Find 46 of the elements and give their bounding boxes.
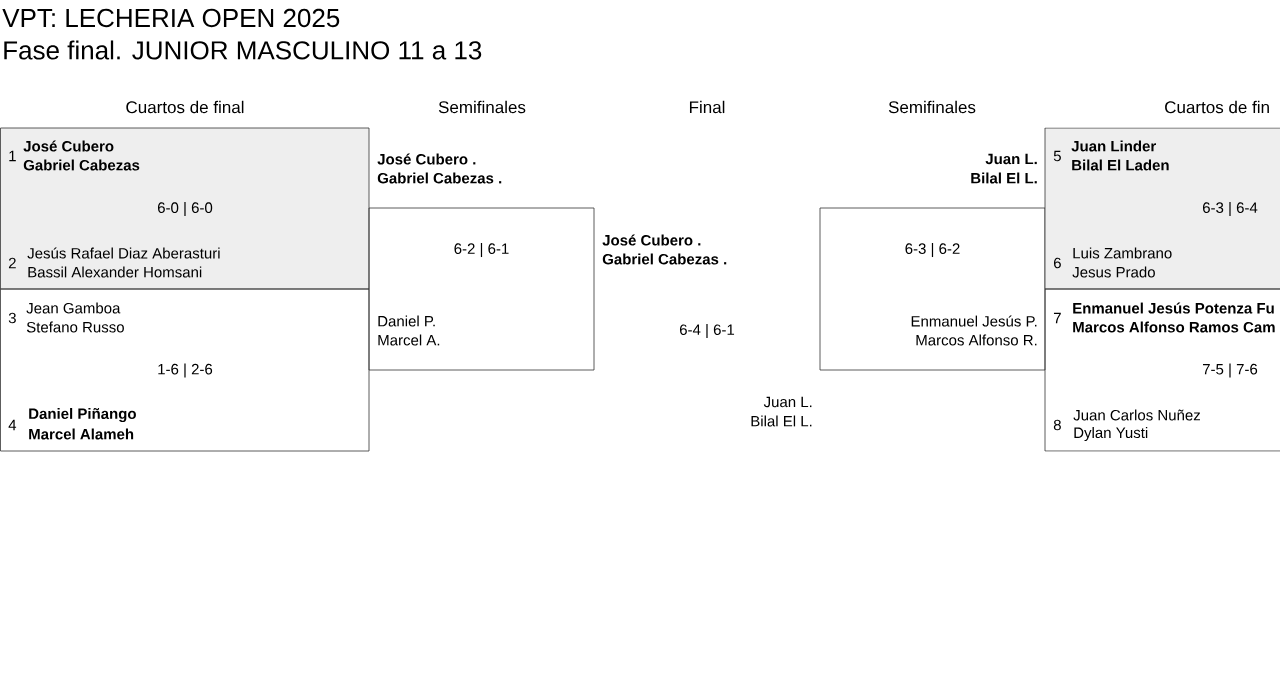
player-name: Dylan Yusti (1074, 427, 1148, 441)
player-name: Marcos Alfonso R. (916, 334, 1037, 346)
player-name: Gabriel Cabezas . (377, 172, 502, 184)
seed-number: 4 (8, 419, 17, 431)
player-name: Bilal El L. (971, 172, 1037, 184)
player-name: Marcel A. (378, 334, 440, 346)
score-text: 6-4 | 6-1 (680, 324, 735, 339)
column-header: Final (690, 100, 725, 114)
player-name: Juan Linder (1071, 140, 1156, 152)
player-name: Bilal El Laden (1072, 159, 1169, 171)
player-name: Bassil Alexander Homsani (28, 266, 202, 278)
player-name: Luis Zambrano (1073, 247, 1172, 259)
player-name: Juan L. (763, 396, 812, 408)
player-name: Jesus Prado (1072, 266, 1155, 278)
score-text: 6-0 | 6-0 (158, 202, 213, 217)
player-name: Marcos Alfonso Ramos Cam (1073, 321, 1275, 333)
player-name: Marcel Alameh (29, 428, 134, 440)
seed-number: 6 (1054, 257, 1061, 269)
player-name: Bilal El L. (751, 415, 812, 427)
player-name: Gabriel Cabezas (23, 159, 140, 171)
seed-number: 8 (1053, 419, 1061, 431)
player-name: Jean Gamboa (26, 302, 121, 314)
player-name: Juan Carlos Nuñez (1073, 409, 1200, 421)
player-name: Daniel Piñango (29, 408, 136, 423)
title: VPT: LECHERIA OPEN 2025 (2, 8, 340, 28)
player-name: Enmanuel Jesús P. (911, 315, 1037, 327)
subtitle: Fase final. JUNIOR MASCULINO 11 a 13 (4, 40, 482, 60)
player-name: José Cubero . (377, 153, 476, 165)
seed-number: 3 (8, 312, 16, 324)
score-text: 1-6 | 2-6 (158, 363, 213, 378)
score-text: 6-3 | 6-4 (1203, 202, 1258, 217)
player-name: Juan L. (985, 153, 1037, 165)
seed-number: 5 (1053, 150, 1061, 162)
score-text: 6-2 | 6-1 (454, 243, 509, 258)
player-name: Jesús Rafael Diaz Aberasturi (27, 247, 220, 259)
score-text: 6-3 | 6-2 (905, 243, 960, 258)
player-name: José Cubero (23, 140, 114, 152)
column-header: Semifinales (888, 100, 976, 114)
score-text: 7-5 | 7-6 (1203, 363, 1258, 378)
player-name: Daniel P. (378, 315, 435, 327)
seed-number: 7 (1054, 312, 1061, 324)
seed-number: 1 (9, 150, 16, 162)
player-name: Enmanuel Jesús Potenza Fu (1073, 302, 1274, 314)
column-header: Semifinales (438, 100, 526, 114)
player-name: Stefano Russo (26, 321, 124, 333)
seed-number: 2 (8, 257, 16, 269)
